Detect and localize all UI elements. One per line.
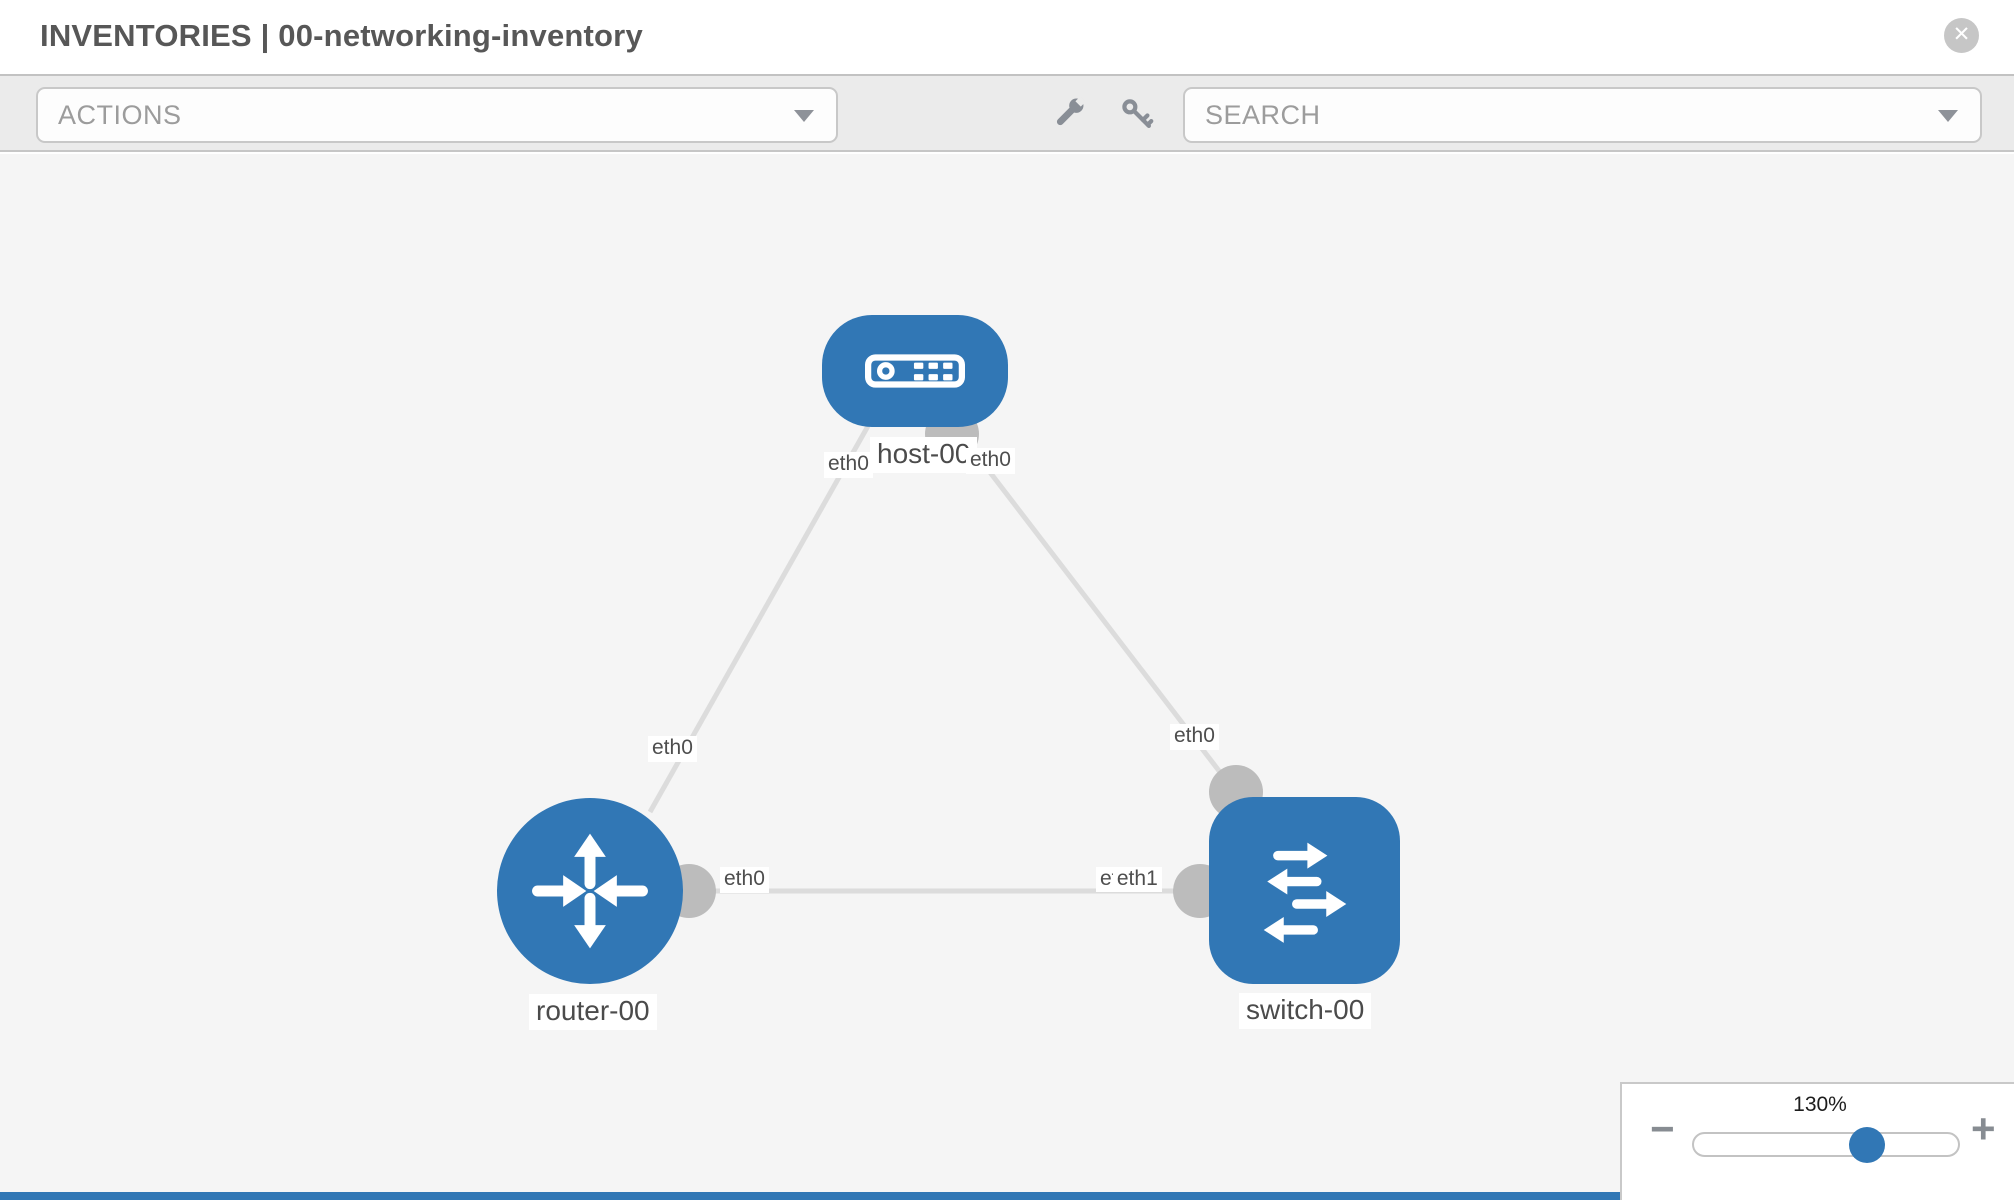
interface-label-host-router: eth0 xyxy=(648,736,697,762)
interface-label-eth1-over: eth1 xyxy=(1112,867,1162,892)
interface-label-host-right: eth0 xyxy=(966,448,1015,474)
interface-label-host-switch: eth0 xyxy=(1170,724,1219,750)
node-switch-00[interactable] xyxy=(1209,797,1400,984)
chevron-down-icon xyxy=(1938,110,1958,122)
close-button[interactable]: ✕ xyxy=(1944,18,1979,53)
server-icon xyxy=(865,354,965,388)
interface-label-host-left: eth0 xyxy=(824,452,873,478)
key-button[interactable] xyxy=(1111,88,1163,140)
actions-dropdown-label: ACTIONS xyxy=(58,99,182,130)
node-host-00[interactable] xyxy=(822,315,1008,427)
node-label-host: host-00 xyxy=(870,437,978,473)
search-dropdown[interactable]: SEARCH xyxy=(1183,87,1982,143)
viewport-bottom-accent xyxy=(0,1192,1620,1200)
node-label-switch: switch-00 xyxy=(1239,993,1372,1029)
node-label-router: router-00 xyxy=(529,994,657,1030)
zoom-out-button[interactable]: − xyxy=(1650,1105,1675,1152)
chevron-down-icon xyxy=(794,110,814,122)
router-arrows-icon xyxy=(532,833,648,949)
zoom-percentage: 130% xyxy=(1793,1093,1847,1116)
node-router-00[interactable] xyxy=(497,798,683,984)
actions-dropdown[interactable]: ACTIONS xyxy=(36,87,838,143)
close-icon: ✕ xyxy=(1952,23,1971,46)
zoom-slider[interactable] xyxy=(1692,1127,1960,1163)
switch-arrows-icon xyxy=(1263,842,1346,943)
search-input[interactable]: SEARCH xyxy=(1205,99,1321,130)
toolbar: ACTIONS SEARCH xyxy=(0,74,2014,152)
zoom-in-button[interactable]: + xyxy=(1971,1105,1996,1152)
key-icon xyxy=(1122,99,1154,128)
wrench-icon xyxy=(1056,96,1086,126)
window-header: INVENTORIES | 00-networking-inventory ✕ xyxy=(0,0,2014,74)
topology-canvas[interactable] xyxy=(0,154,2014,1200)
zoom-slider-handle[interactable] xyxy=(1849,1127,1885,1163)
configure-button[interactable] xyxy=(1042,88,1094,140)
interface-label-router-end: eth0 xyxy=(720,867,769,893)
page-title: INVENTORIES | 00-networking-inventory xyxy=(40,18,643,53)
zoom-control-panel: 130% − + xyxy=(1620,1082,2014,1200)
